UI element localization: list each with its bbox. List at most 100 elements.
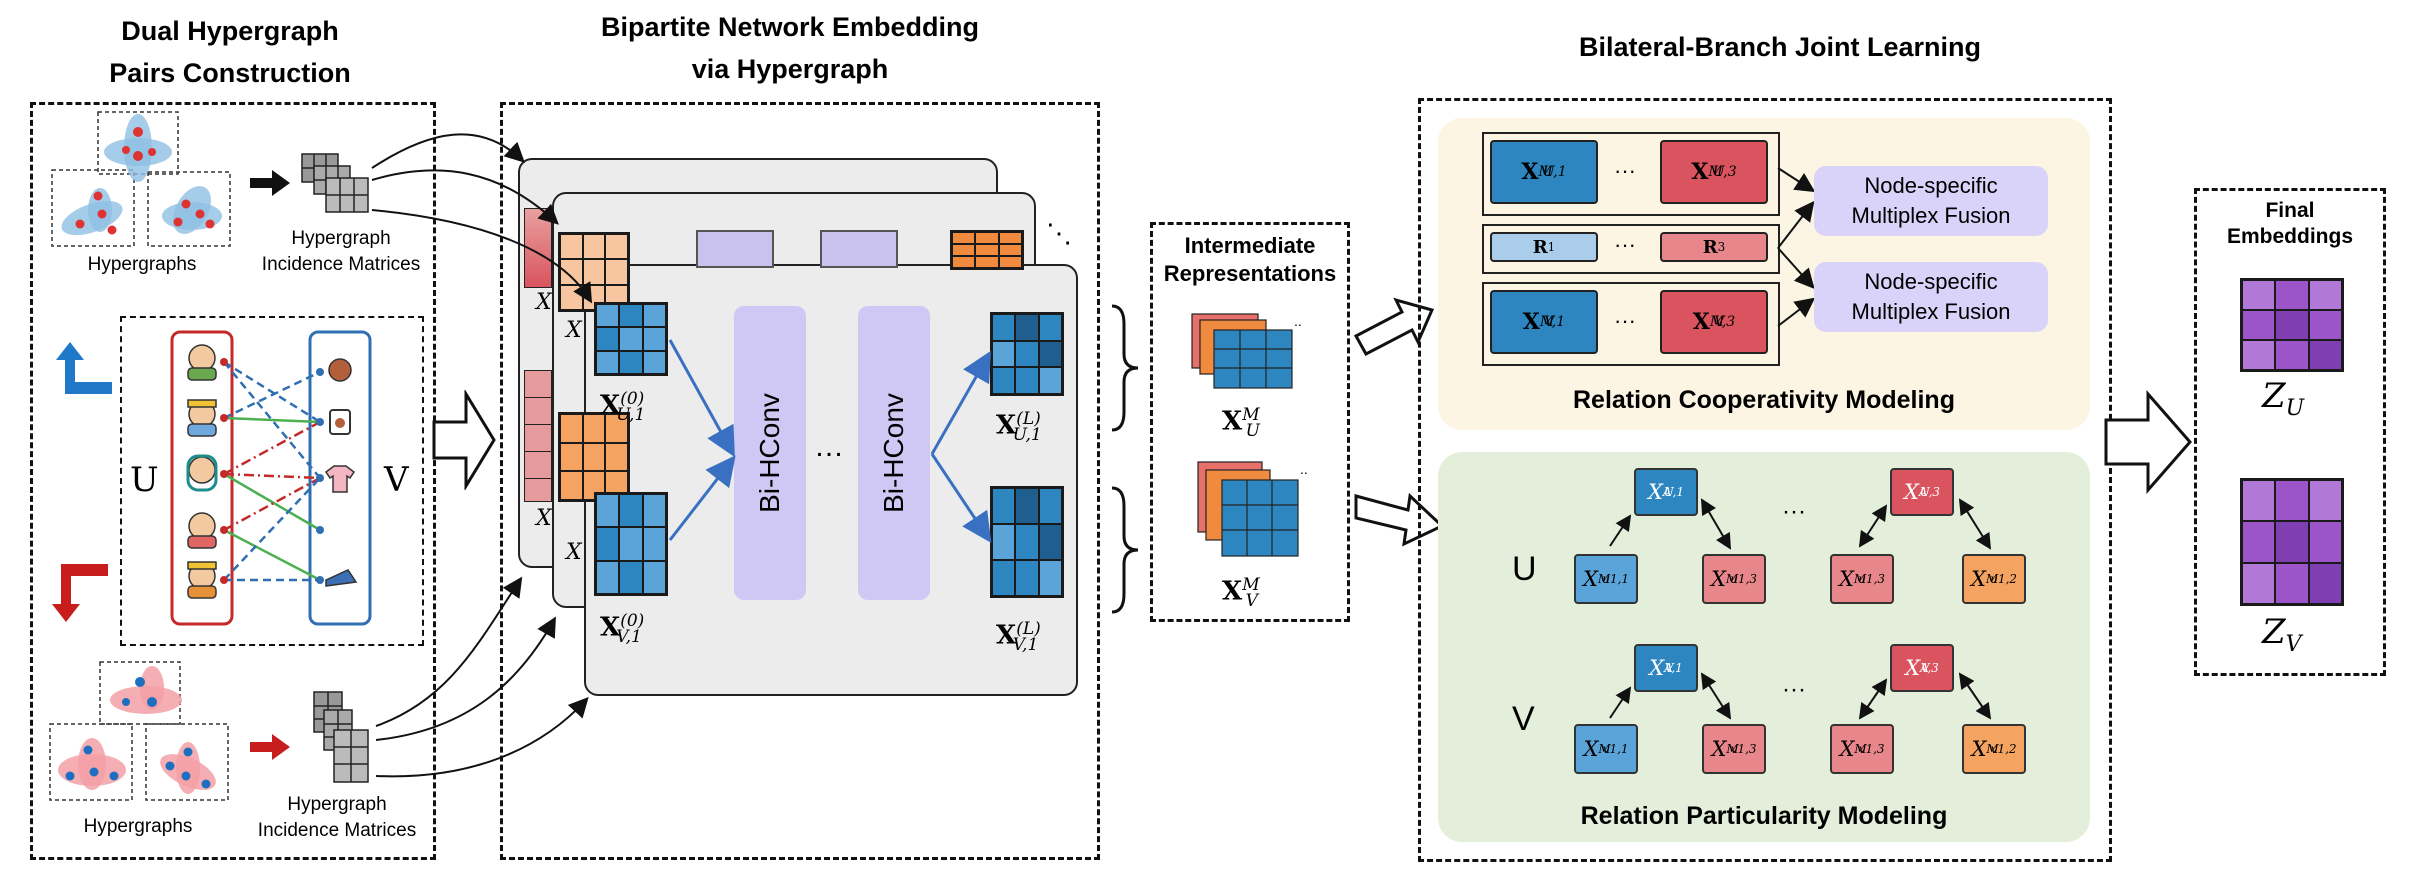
bne-title: Bipartite Network Embedding via Hypergra… <box>480 6 1100 90</box>
incidence-top-caption-line2: Incidence Matrices <box>261 254 421 275</box>
arrow-right-red-icon <box>250 734 290 760</box>
coop-xv3-sub: V,3 <box>1714 314 1736 330</box>
part-v-label: V <box>1512 700 1535 738</box>
brace-lower <box>1111 486 1139 614</box>
part-u-m12-sup: M <box>1985 572 1999 586</box>
label-xvL-sub: V,1 <box>1012 634 1039 655</box>
matrix-xvL <box>990 486 1064 598</box>
coop-dots-v: ··· <box>1614 308 1636 333</box>
part-u-m13b-sup: M <box>1853 572 1867 586</box>
part-u-a3-sup: A <box>1918 485 1928 499</box>
intermediate-box <box>1150 222 1350 622</box>
part-v-a1-sub: V,1 <box>1664 661 1683 675</box>
blue-turn-arrow-icon <box>56 342 112 394</box>
label-xuL-sub: U,1 <box>1012 424 1042 445</box>
coop-r1-sub: 1 <box>1547 240 1556 254</box>
coop-xu1-sub: U,1 <box>1542 164 1567 180</box>
part-v-m13a-sub: v1,3 <box>1730 742 1757 756</box>
bi-hconv-block-1: Bi-HConv <box>734 306 806 600</box>
part-v-m13a-base: X <box>1711 737 1727 761</box>
coop-xv3-sup: M <box>1709 314 1725 330</box>
label-xv0-base: X <box>600 612 621 643</box>
part-u-label: U <box>1512 550 1537 588</box>
intermediate-title-line2: Representations <box>1163 261 1337 286</box>
hypergraphs-top-illustration <box>51 111 231 247</box>
part-u-m13a-base: X <box>1710 567 1726 591</box>
bilateral-section <box>1418 98 2112 862</box>
bilateral-title: Bilateral-Branch Joint Learning <box>1578 32 1982 62</box>
label-xv0-sub: V,1 <box>616 626 642 647</box>
bne-title-line1: Bipartite Network Embedding <box>600 12 980 42</box>
arrow-right-black-icon <box>250 170 290 196</box>
part-u-m11-sub: u1,1 <box>1602 572 1630 586</box>
part-u-a3-base: X <box>1903 480 1919 504</box>
label-intermediate-xu-base: X <box>1222 406 1243 437</box>
part-u-m12-base: X <box>1970 567 1986 591</box>
incidence-matrices-top-icon <box>301 153 369 213</box>
label-intermediate-xv-sup: M <box>1242 575 1260 595</box>
part-u-a1-sub: U,1 <box>1663 485 1685 499</box>
ghost-x-2: X <box>536 506 552 531</box>
part-v-m12-sup: M <box>1986 742 1999 756</box>
final-zu-base: Z <box>2262 376 2286 416</box>
coop-fusion-arrows <box>1777 167 1816 327</box>
coop-xu1-sup: M <box>1538 164 1553 180</box>
fusion-1-line2: Multiplex Fusion <box>1851 203 2011 228</box>
dual-hypergraph-section <box>30 102 436 860</box>
final-matrix-zu <box>2240 278 2344 372</box>
final-zv-base: Z <box>2262 612 2286 652</box>
label-xu0-sub: U,1 <box>616 404 646 425</box>
fusion-1-line1: Node-specific <box>1864 173 1998 198</box>
matrix-xuL <box>990 312 1064 396</box>
coop-xu3-sup: M <box>1708 164 1723 180</box>
part-u-m13a-sub: u1,3 <box>1730 572 1758 586</box>
coop-r3-sub: 3 <box>1717 240 1726 254</box>
coop-row-u-frame <box>1482 132 1780 216</box>
label-intermediate-xv: XMV <box>1222 570 1260 616</box>
part-u-a1-base: X <box>1647 480 1663 504</box>
part-v-m13b-sub: v1,3 <box>1858 742 1885 756</box>
particularity-label: Relation Particularity Modeling <box>1580 802 1948 830</box>
label-intermediate-xu: XMU <box>1222 400 1260 446</box>
part-u-m11-base: X <box>1582 567 1598 591</box>
part-v-m13b-sup: M <box>1854 742 1867 756</box>
final-zu-label: ZU <box>2262 376 2304 421</box>
middle-ghost-matrix-3 <box>950 230 1024 270</box>
incidence-top-caption: Hypergraph Incidence Matrices <box>236 226 446 278</box>
label-xv0-sup: (0) <box>620 611 645 631</box>
part-v-m12-sub: v1,2 <box>1990 742 2017 756</box>
coop-dots-u: ··· <box>1614 158 1636 183</box>
label-intermediate-xu-sup: M <box>1242 405 1260 425</box>
label-xu0-base: X <box>600 390 621 421</box>
part-u-a3-sub: U,3 <box>1919 485 1941 499</box>
intermediate-title-line1: Intermediate <box>1184 233 1316 258</box>
dual-title: Dual Hypergraph Pairs Construction <box>30 10 430 94</box>
intermediate-stack-v: .. <box>1197 461 1308 557</box>
red-turn-arrow-icon <box>52 564 108 622</box>
incidence-matrices-bottom-icon <box>313 691 369 783</box>
final-title-line2: Embeddings <box>2226 225 2353 248</box>
label-intermediate-xu-sub: U <box>1245 420 1260 441</box>
final-embeddings-box <box>2194 188 2386 676</box>
incidence-top-caption-line1: Hypergraph <box>291 228 391 249</box>
label-xu0: X(0)U,1 <box>600 384 645 430</box>
matrix-xv0 <box>594 492 668 596</box>
final-zv-label: ZV <box>2262 612 2302 657</box>
particularity-arrows <box>1609 498 1992 720</box>
hypergraphs-bottom-illustration <box>49 661 229 801</box>
ghost-x-3: X <box>566 540 582 565</box>
part-v-a3-base: X <box>1905 656 1921 680</box>
